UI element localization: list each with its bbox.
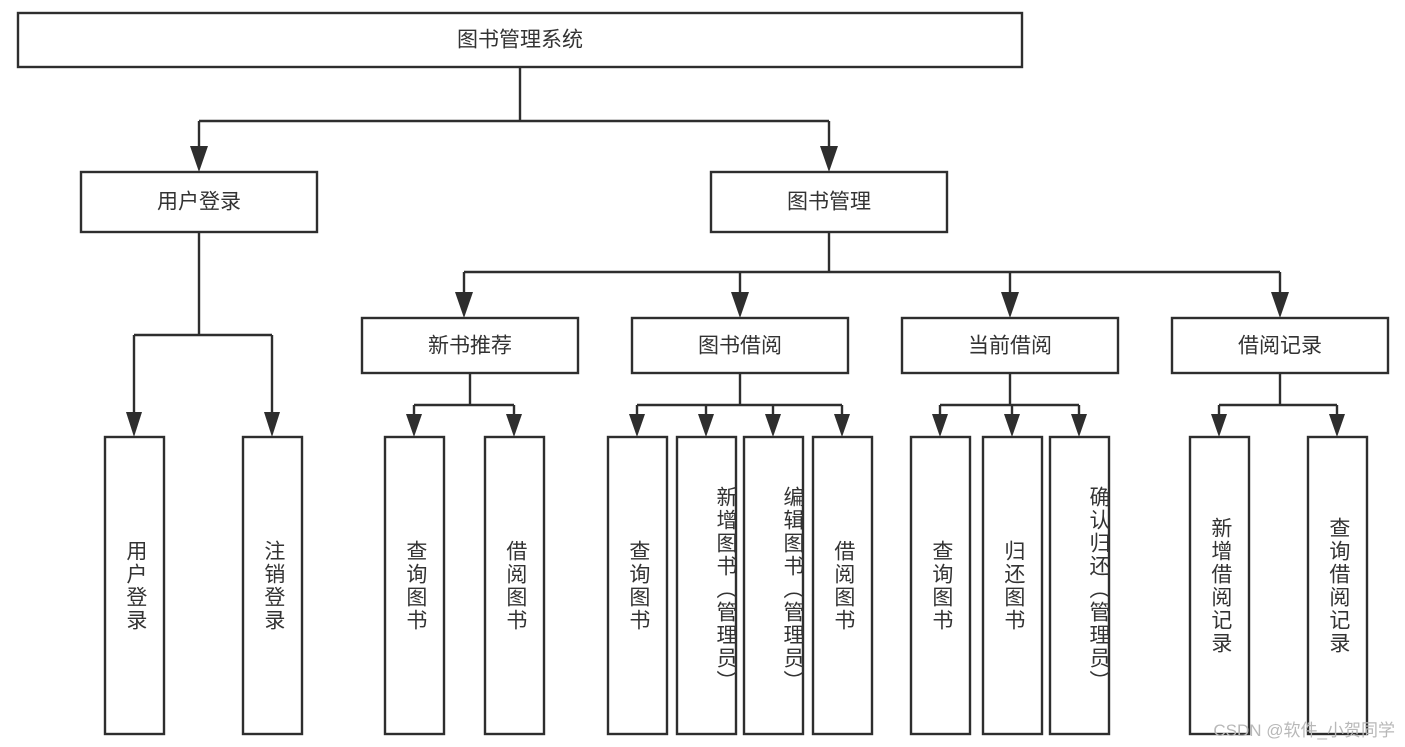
node-book-borrow[interactable]: 图书借阅 xyxy=(630,316,850,375)
arrow-head-leaf-user-login xyxy=(126,412,142,437)
node-label-new-book-recommend: 新书推荐 xyxy=(428,335,512,358)
arrow-head-bookmgmt xyxy=(820,146,838,172)
node-box-current-borrow[interactable] xyxy=(900,316,1120,375)
node-box-leaf-add-record[interactable] xyxy=(1188,435,1251,736)
watermark-text: CSDN @软件_小贺同学 xyxy=(1213,721,1395,740)
node-box-user-login[interactable] xyxy=(79,170,319,234)
node-box-leaf-confirm-return[interactable] xyxy=(1048,435,1111,736)
node-new-book-recommend[interactable]: 新书推荐 xyxy=(360,316,580,375)
node-box-leaf-query-book-1[interactable] xyxy=(383,435,446,736)
node-box-book-management[interactable] xyxy=(709,170,949,234)
connector-group-record-children xyxy=(1211,373,1345,437)
connector-group-userlogin-children xyxy=(126,232,280,437)
node-label-book-management: 图书管理 xyxy=(787,191,871,214)
arrow-head-leaf-return-book xyxy=(1004,414,1020,437)
node-box-new-book-recommend[interactable] xyxy=(360,316,580,375)
arrow-head-borrow xyxy=(731,292,749,318)
node-label-book-borrow: 图书借阅 xyxy=(698,335,782,358)
node-box-leaf-borrow-book-1[interactable] xyxy=(483,435,546,736)
node-book-management[interactable]: 图书管理 xyxy=(709,170,949,234)
connector-group-newbook-children xyxy=(406,373,522,437)
connector-group-root xyxy=(190,67,838,172)
arrow-head-leaf-query-record xyxy=(1329,414,1345,437)
node-root[interactable]: 图书管理系统 xyxy=(16,11,1024,69)
connector-group-borrow-children xyxy=(629,373,850,437)
arrow-head-leaf-borrow-book-2 xyxy=(834,414,850,437)
arrow-head-leaf-query-book-3 xyxy=(932,414,948,437)
node-box-root[interactable] xyxy=(16,11,1024,69)
node-box-leaf-user-logout[interactable] xyxy=(241,435,304,736)
node-box-leaf-add-book[interactable] xyxy=(675,435,738,736)
connector-group-current-children xyxy=(932,373,1087,437)
arrow-head-leaf-edit-book xyxy=(765,414,781,437)
node-box-leaf-return-book[interactable] xyxy=(981,435,1044,736)
node-box-leaf-edit-book[interactable] xyxy=(742,435,805,736)
arrow-head-leaf-borrow-book-1 xyxy=(506,414,522,437)
arrow-head-leaf-add-book xyxy=(698,414,714,437)
arrow-head-record xyxy=(1271,292,1289,318)
arrow-head-current xyxy=(1001,292,1019,318)
arrow-head-newbook xyxy=(455,292,473,318)
connector-group-bookmgmt xyxy=(455,232,1289,318)
node-box-leaf-query-book-2[interactable] xyxy=(606,435,669,736)
node-box-leaf-borrow-book-2[interactable] xyxy=(811,435,874,736)
arrow-head-leaf-confirm-return xyxy=(1071,414,1087,437)
arrow-head-leaf-user-logout xyxy=(264,412,280,437)
node-label-current-borrow: 当前借阅 xyxy=(968,335,1052,358)
node-label-root: 图书管理系统 xyxy=(457,29,583,52)
node-current-borrow[interactable]: 当前借阅 xyxy=(900,316,1120,375)
arrow-head-leaf-query-book-2 xyxy=(629,414,645,437)
node-box-leaf-user-login[interactable] xyxy=(103,435,166,736)
node-box-leaf-query-record[interactable] xyxy=(1306,435,1369,736)
node-box-book-borrow[interactable] xyxy=(630,316,850,375)
node-borrow-record[interactable]: 借阅记录 xyxy=(1170,316,1390,375)
node-user-login[interactable]: 用户登录 xyxy=(79,170,319,234)
node-box-leaf-query-book-3[interactable] xyxy=(909,435,972,736)
arrow-head-userlogin xyxy=(190,146,208,172)
node-label-user-login: 用户登录 xyxy=(157,191,241,214)
node-label-borrow-record: 借阅记录 xyxy=(1238,335,1322,358)
arrow-head-leaf-query-book-1 xyxy=(406,414,422,437)
arrow-head-leaf-add-record xyxy=(1211,414,1227,437)
node-box-borrow-record[interactable] xyxy=(1170,316,1390,375)
